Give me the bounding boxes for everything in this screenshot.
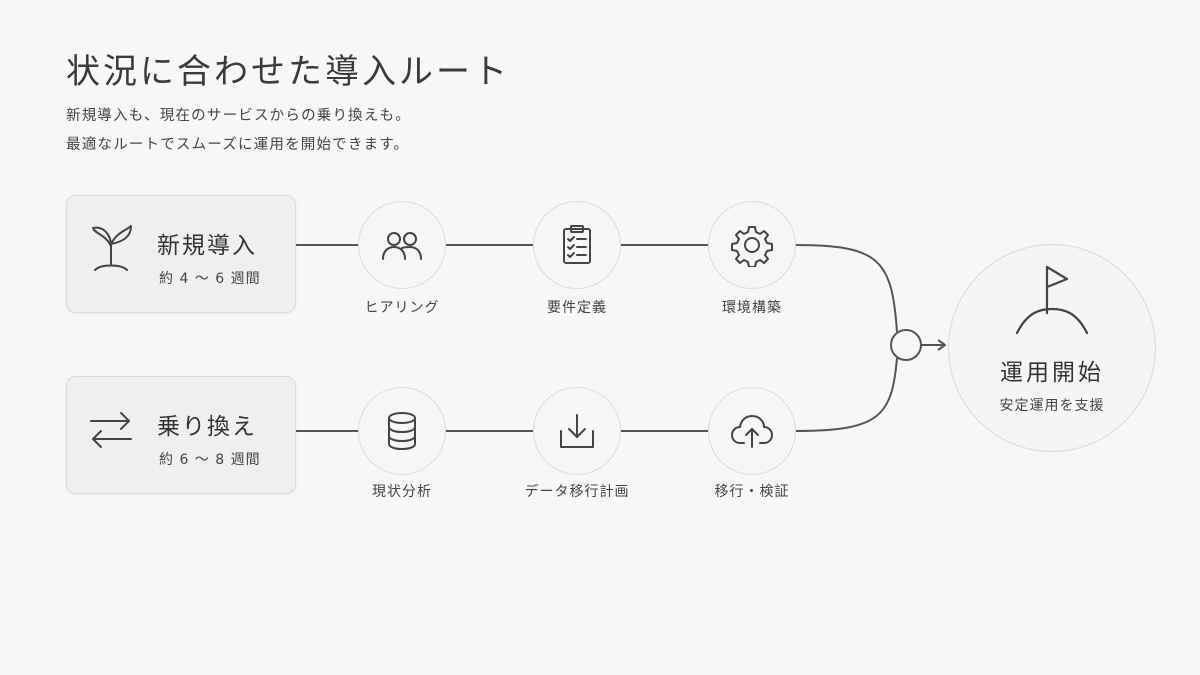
goal-subtitle: 安定運用を支援 bbox=[999, 398, 1105, 414]
route-title: 乗り換え bbox=[157, 414, 257, 440]
step-label-migration-verification: 移行・検証 bbox=[714, 484, 790, 500]
step-label-requirements: 要件定義 bbox=[547, 300, 607, 316]
connector-new-merge bbox=[795, 244, 898, 333]
step-data-migration-plan bbox=[533, 387, 621, 475]
step-label-hearing: ヒアリング bbox=[364, 300, 440, 316]
switch-arrows-icon bbox=[90, 412, 132, 448]
step-requirements bbox=[533, 201, 621, 289]
page-title: 状況に合わせた導入ルート bbox=[66, 52, 510, 92]
connector-switch-merge bbox=[795, 357, 898, 432]
flag-on-hill-icon bbox=[1015, 265, 1089, 335]
step-label-environment: 環境構築 bbox=[722, 300, 782, 316]
step-hearing bbox=[358, 201, 446, 289]
gear-icon bbox=[731, 226, 773, 267]
sprout-icon bbox=[92, 225, 132, 271]
route-card-switching: 乗り換え 約 6 〜 8 週間 bbox=[66, 376, 296, 494]
step-current-analysis bbox=[358, 387, 446, 475]
page-subtitle-line-2: 最適なルートでスムーズに運用を開始できます。 bbox=[66, 137, 410, 153]
database-icon bbox=[388, 412, 416, 451]
route-title: 新規導入 bbox=[157, 233, 257, 259]
goal-title: 運用開始 bbox=[1000, 360, 1104, 386]
goal-operation-start: 運用開始 安定運用を支援 bbox=[948, 244, 1156, 452]
clipboard-checklist-icon bbox=[563, 225, 591, 264]
cloud-upload-icon bbox=[731, 415, 773, 448]
step-label-data-migration-plan: データ移行計画 bbox=[524, 484, 630, 500]
route-card-new-installation: 新規導入 約 4 〜 6 週間 bbox=[66, 195, 296, 313]
step-migration-verification bbox=[708, 387, 796, 475]
step-label-current-analysis: 現状分析 bbox=[372, 484, 432, 500]
merge-node bbox=[890, 329, 922, 361]
people-icon bbox=[382, 232, 422, 260]
route-duration: 約 6 〜 8 週間 bbox=[159, 452, 261, 468]
step-environment bbox=[708, 201, 796, 289]
download-tray-icon bbox=[560, 414, 594, 448]
page-subtitle-line-1: 新規導入も、現在のサービスからの乗り換えも。 bbox=[66, 108, 411, 124]
route-duration: 約 4 〜 6 週間 bbox=[159, 271, 261, 287]
